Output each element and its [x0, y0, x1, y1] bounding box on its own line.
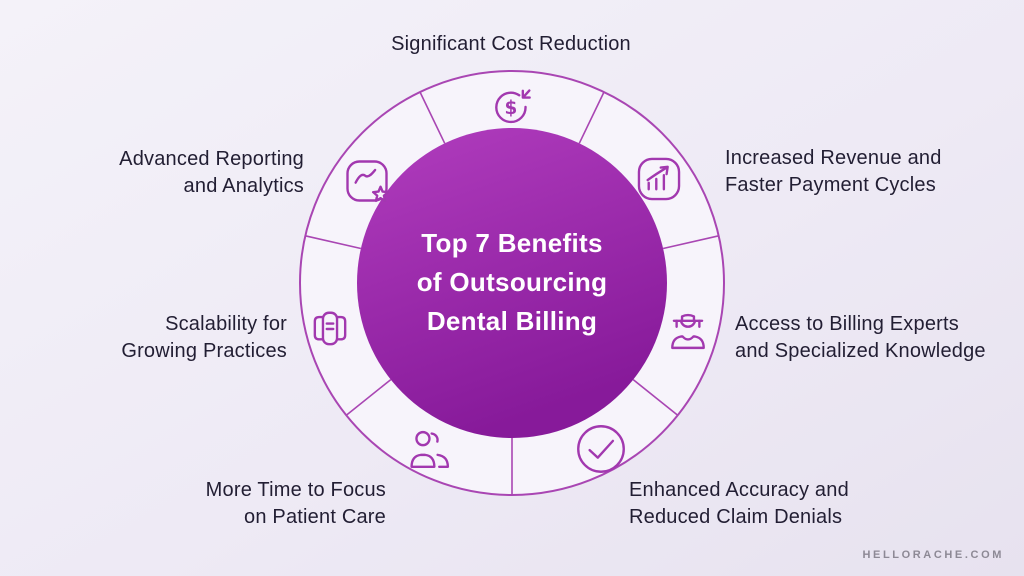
title-line: of Outsourcing [416, 267, 608, 297]
revenue-growth-icon [637, 157, 681, 201]
label-line: Access to Billing Experts [735, 313, 959, 335]
label-line: Reduced Claim Denials [629, 506, 843, 528]
accuracy-check-icon [577, 425, 625, 473]
label-line: Advanced Reporting [119, 148, 304, 170]
svg-text:$: $ [505, 98, 518, 119]
benefit-label-patient-care: More Time to Focus on Patient Care [136, 477, 386, 531]
label-line: and Specialized Knowledge [735, 340, 986, 362]
label-line: Significant Cost Reduction [391, 33, 631, 55]
patient-care-icon [410, 430, 450, 468]
center-title: Top 7 Benefits of Outsourcing Dental Bil… [352, 224, 672, 341]
benefit-label-revenue: Increased Revenue and Faster Payment Cyc… [725, 145, 942, 199]
title-line: Top 7 Benefits [421, 228, 603, 258]
brand-watermark: HELLORACHE.COM [862, 549, 1004, 561]
label-line: Scalability for [165, 313, 287, 335]
benefit-label-accuracy: Enhanced Accuracy and Reduced Claim Deni… [629, 477, 849, 531]
benefit-label-scalability: Scalability for Growing Practices [37, 311, 287, 365]
benefit-label-reporting: Advanced Reporting and Analytics [54, 146, 304, 200]
label-line: Faster Payment Cycles [725, 174, 936, 196]
segment-dividers [305, 91, 719, 495]
benefit-label-experts: Access to Billing Experts and Specialize… [735, 311, 986, 365]
label-line: on Patient Care [244, 506, 386, 528]
label-line: More Time to Focus [205, 479, 386, 501]
scalability-icon [313, 311, 347, 346]
label-line: Enhanced Accuracy and [629, 479, 849, 501]
cost-reduction-icon: $ [495, 89, 531, 124]
label-line: and Analytics [183, 175, 304, 197]
reporting-analytics-icon [346, 160, 390, 203]
label-line: Growing Practices [121, 340, 287, 362]
center-circle [357, 128, 667, 438]
title-line: Dental Billing [426, 306, 598, 336]
benefit-label-cost-reduction: Significant Cost Reduction [261, 31, 761, 58]
billing-expert-icon [671, 313, 705, 350]
label-line: Increased Revenue and [725, 147, 942, 169]
